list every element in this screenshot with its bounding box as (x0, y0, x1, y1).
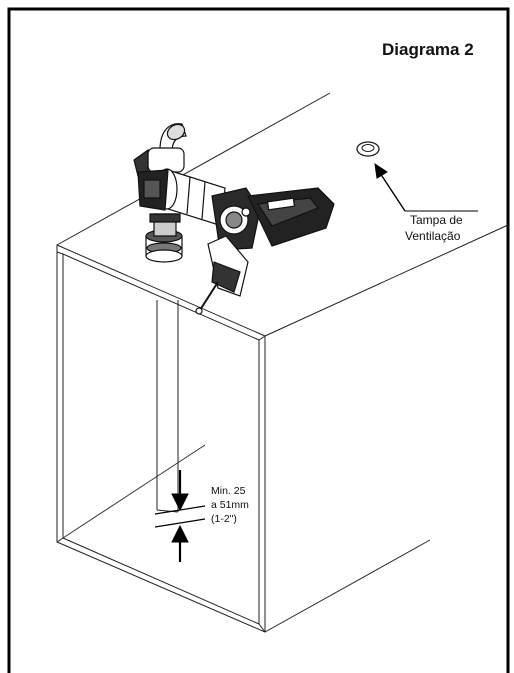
page-border (7, 7, 510, 673)
tank-top-right-edge (264, 224, 509, 337)
suction-tube (156, 300, 179, 513)
vent-cap-icon (356, 141, 380, 157)
tank-side-bottom-edge (264, 539, 431, 633)
tank-top-back-left-edge (56, 92, 331, 246)
clearance-dimension (154, 470, 206, 562)
down-arrow-icon (171, 493, 189, 512)
diagram-title: Diagrama 2 (382, 40, 474, 59)
clearance-label-line2: a 51mm (211, 499, 249, 511)
clearance-label-line1: Min. 25 (211, 485, 246, 497)
pump-assembly (133, 123, 335, 315)
vent-cap-label-line1: Tampa de (410, 213, 463, 227)
clearance-label-line3: (1-2") (211, 513, 237, 525)
vent-cap-label-line2: Ventilação (405, 229, 461, 243)
up-arrow-icon (171, 524, 189, 543)
vent-cap-arrow (374, 162, 406, 212)
tank (56, 92, 509, 633)
tank-front-outer (56, 244, 266, 633)
tank-front-inner (62, 253, 260, 625)
